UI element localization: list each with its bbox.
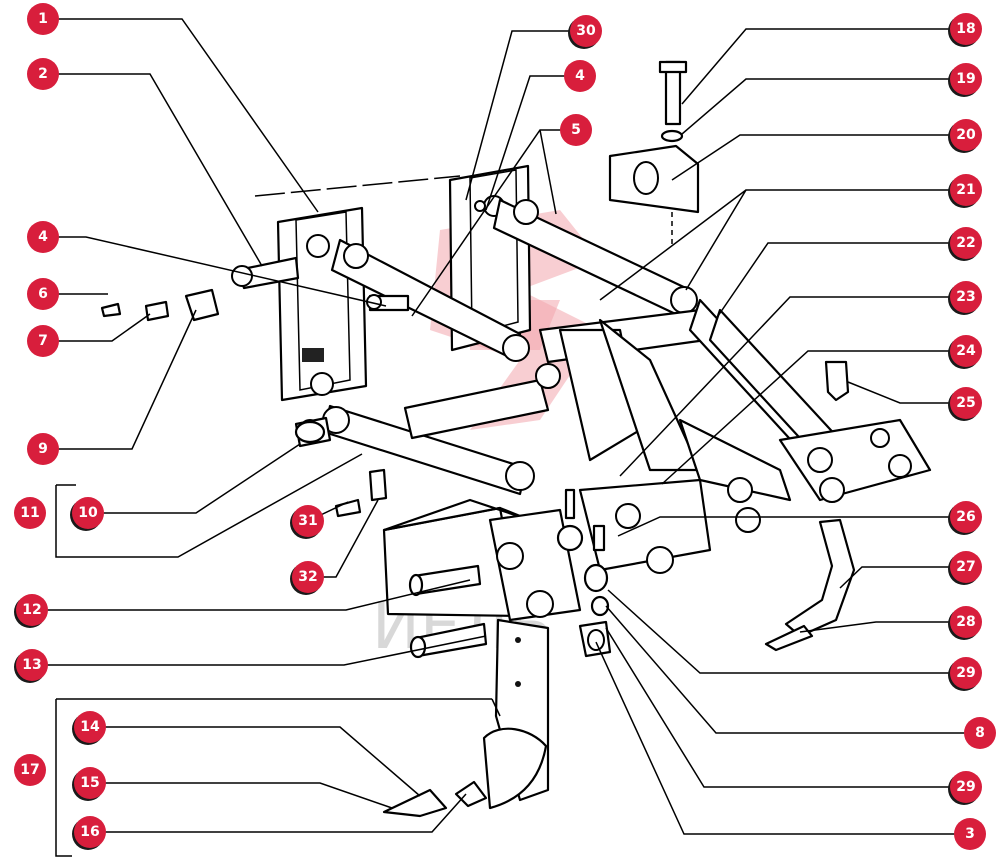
svg-text:18: 18: [956, 21, 975, 37]
svg-text:30: 30: [576, 23, 596, 39]
callout-5: 5: [560, 114, 592, 146]
callout-28: 28: [948, 606, 982, 640]
small-hardware-left: [100, 256, 410, 448]
svg-text:10: 10: [78, 505, 98, 521]
callout-badges: 1 2 4 6 7 9 10 11 12 13 14 15 16 17 31 3…: [14, 3, 996, 850]
svg-text:22: 22: [956, 235, 975, 251]
svg-text:25: 25: [956, 395, 975, 411]
svg-text:6: 6: [38, 286, 48, 302]
right-small-parts: [764, 360, 856, 652]
pivot-bracket: [559, 478, 712, 574]
svg-text:27: 27: [956, 559, 975, 575]
svg-text:24: 24: [956, 343, 976, 359]
callout-19: 19: [948, 63, 982, 97]
pins: [408, 564, 488, 659]
callout-29-upper: 29: [948, 657, 982, 691]
svg-text:2: 2: [38, 66, 48, 82]
upper-link-left: [330, 238, 530, 362]
callout-12: 12: [14, 594, 48, 628]
callout-4-left: 4: [27, 221, 59, 253]
callout-13: 13: [14, 649, 48, 683]
middle-frame: [403, 308, 708, 472]
callout-10: 10: [70, 497, 104, 531]
callout-26: 26: [948, 501, 982, 535]
machine-illustration: [100, 60, 932, 818]
shank: [482, 618, 550, 810]
svg-text:1: 1: [38, 11, 48, 27]
svg-text:19: 19: [956, 71, 975, 87]
leader-lines: [43, 18, 980, 857]
clamp-parts: [608, 60, 700, 248]
callout-9: 9: [27, 433, 59, 465]
svg-text:16: 16: [80, 824, 99, 840]
svg-text:29: 29: [956, 665, 975, 681]
svg-text:31: 31: [298, 513, 317, 529]
svg-text:8: 8: [975, 725, 985, 741]
callout-25: 25: [948, 387, 982, 421]
callout-16: 16: [72, 816, 106, 850]
callout-20: 20: [948, 119, 982, 153]
callout-31: 31: [290, 505, 324, 539]
svg-text:26: 26: [956, 509, 975, 525]
svg-text:21: 21: [956, 182, 975, 198]
svg-text:4: 4: [38, 229, 48, 245]
svg-text:5: 5: [571, 122, 581, 138]
callout-32: 32: [290, 561, 324, 595]
callout-29-lower: 29: [948, 771, 982, 805]
svg-text:20: 20: [956, 127, 976, 143]
callout-27: 27: [948, 551, 982, 585]
callout-24: 24: [948, 335, 982, 369]
callout-8: 8: [964, 717, 996, 749]
svg-text:7: 7: [38, 333, 48, 349]
svg-text:12: 12: [22, 602, 41, 618]
points: [382, 780, 488, 818]
callout-17: 17: [14, 754, 46, 786]
callout-23: 23: [948, 281, 982, 315]
callout-11: 11: [14, 497, 46, 529]
main-beam: [382, 498, 582, 622]
callout-22: 22: [948, 227, 982, 261]
callout-21: 21: [948, 174, 982, 208]
callout-30: 30: [568, 15, 602, 49]
callout-15: 15: [72, 767, 106, 801]
callout-2: 2: [27, 58, 59, 90]
svg-text:3: 3: [965, 826, 975, 842]
callout-6: 6: [27, 278, 59, 310]
svg-text:23: 23: [956, 289, 975, 305]
callout-14: 14: [72, 711, 106, 745]
callout-18: 18: [948, 13, 982, 47]
svg-text:32: 32: [298, 569, 317, 585]
svg-text:17: 17: [20, 762, 39, 778]
lower-link: [299, 404, 535, 496]
callout-3: 3: [954, 818, 986, 850]
svg-text:9: 9: [38, 441, 48, 457]
right-arm-assembly: [678, 298, 932, 533]
svg-text:29: 29: [956, 779, 975, 795]
bolt-31-plate-32: [334, 468, 388, 518]
callout-1: 1: [27, 3, 59, 35]
svg-text:4: 4: [575, 68, 585, 84]
callout-4-right: 4: [564, 60, 596, 92]
svg-text:28: 28: [956, 614, 975, 630]
washers: [556, 488, 612, 658]
callout-7: 7: [27, 325, 59, 357]
svg-text:14: 14: [80, 719, 100, 735]
svg-text:15: 15: [80, 775, 99, 791]
svg-text:13: 13: [22, 657, 41, 673]
svg-text:11: 11: [20, 505, 39, 521]
left-mounting-plate: [276, 206, 368, 402]
